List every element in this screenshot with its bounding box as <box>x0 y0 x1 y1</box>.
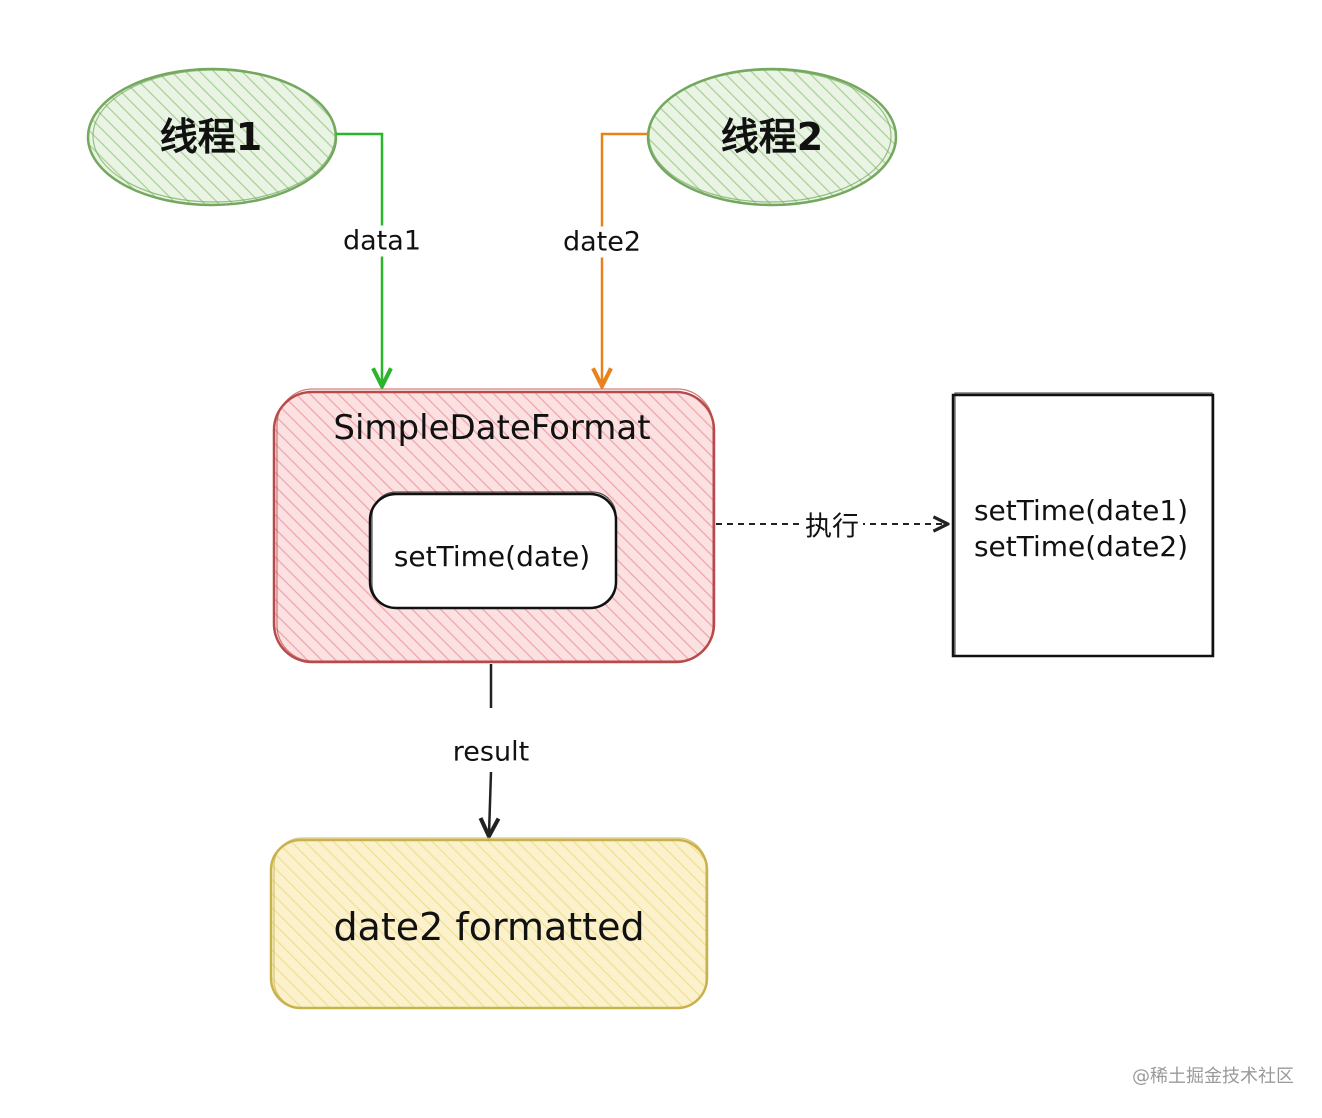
settime-inner-node <box>368 491 618 610</box>
thread1-label: 线程1 <box>159 115 263 159</box>
exec-line-2: setTime(date2) <box>973 530 1189 563</box>
result-label: date2 formatted <box>333 905 645 949</box>
edge-label-data1: data1 <box>339 225 425 257</box>
arrow-sdf-to-result <box>489 664 491 834</box>
exec-node <box>951 392 1215 658</box>
edge-label-exec: 执行 <box>801 511 863 543</box>
sdf-title: SimpleDateFormat <box>333 408 651 448</box>
settime-date-label: setTime(date) <box>393 540 591 573</box>
result-node <box>269 837 709 1010</box>
edge-label-result: result <box>448 736 534 768</box>
exec-line-1: setTime(date1) <box>973 494 1189 527</box>
thread1-node <box>86 67 338 207</box>
watermark: @稀土掘金技术社区 <box>1132 1066 1294 1087</box>
thread2-node <box>646 67 898 207</box>
edge-label-date2: date2 <box>558 226 646 258</box>
arrow-thread1-to-sdf <box>336 132 382 384</box>
arrow-thread2-to-sdf <box>602 132 648 384</box>
thread2-label: 线程2 <box>720 115 824 159</box>
